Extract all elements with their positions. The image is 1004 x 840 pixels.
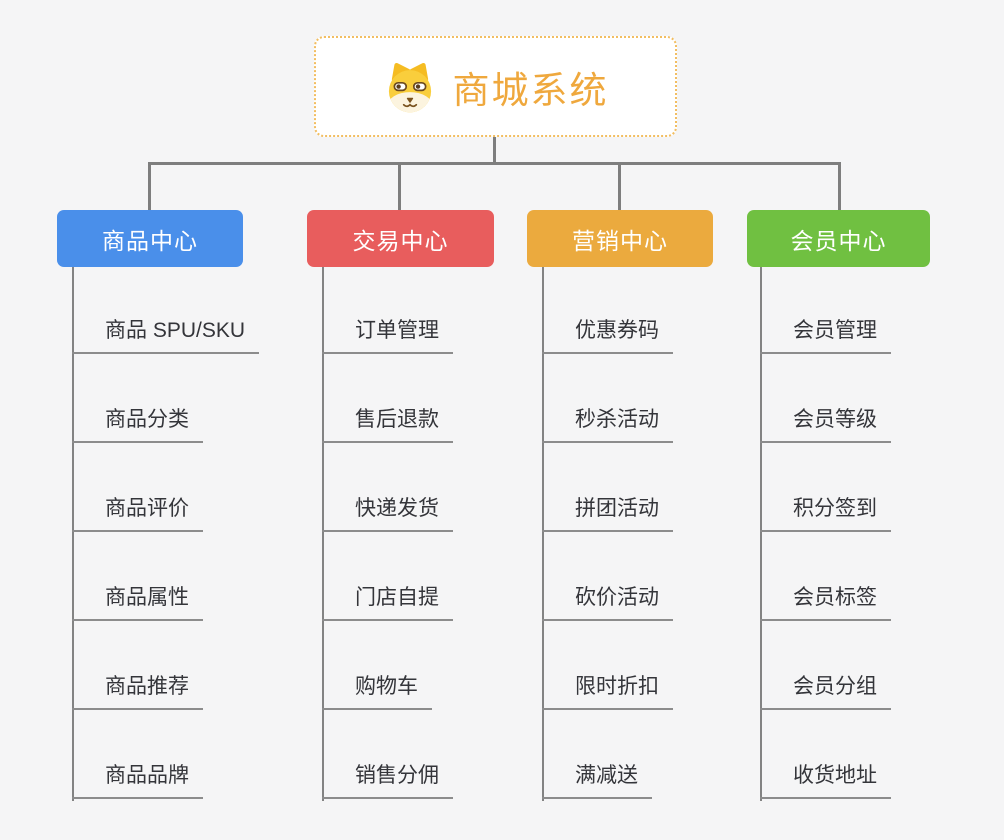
leaf-topic[interactable]: 商品推荐 (72, 621, 203, 710)
branch-children-marketing: 优惠券码 秒杀活动 拼团活动 砍价活动 限时折扣 满减送 (542, 265, 673, 799)
trunk-line-members (760, 267, 762, 801)
connector-stub-trade (398, 162, 401, 211)
leaf-topic[interactable]: 会员等级 (760, 354, 891, 443)
leaf-topic[interactable]: 砍价活动 (542, 532, 673, 621)
leaf-topic[interactable]: 满减送 (542, 710, 652, 799)
branch-children-members: 会员管理 会员等级 积分签到 会员标签 会员分组 收货地址 (760, 265, 891, 799)
connector-stub-marketing (618, 162, 621, 211)
leaf-topic[interactable]: 收货地址 (760, 710, 891, 799)
leaf-topic[interactable]: 限时折扣 (542, 621, 673, 710)
leaf-topic[interactable]: 商品属性 (72, 532, 203, 621)
leaf-topic[interactable]: 商品品牌 (72, 710, 203, 799)
root-topic-title: 商城系统 (452, 69, 609, 111)
leaf-topic[interactable]: 商品评价 (72, 443, 203, 532)
branch-node-marketing[interactable]: 营销中心 (527, 210, 713, 267)
branch-children-products: 商品 SPU/SKU 商品分类 商品评价 商品属性 商品推荐 商品品牌 (72, 265, 260, 799)
branch-node-members[interactable]: 会员中心 (747, 210, 930, 267)
trunk-line-products (72, 267, 74, 801)
connector-stub-members (838, 162, 841, 211)
root-topic-node[interactable]: 商城系统 (314, 36, 677, 137)
connector-root-stub (493, 137, 496, 164)
leaf-topic[interactable]: 购物车 (322, 621, 432, 710)
leaf-topic[interactable]: 会员管理 (760, 265, 891, 354)
leaf-topic[interactable]: 快递发货 (322, 443, 453, 532)
connector-stub-products (148, 162, 151, 211)
leaf-topic[interactable]: 销售分佣 (322, 710, 453, 799)
branch-node-products[interactable]: 商品中心 (57, 210, 243, 267)
shiba-dog-icon (388, 62, 431, 112)
leaf-topic[interactable]: 会员分组 (760, 621, 891, 710)
leaf-topic[interactable]: 积分签到 (760, 443, 891, 532)
leaf-topic[interactable]: 拼团活动 (542, 443, 673, 532)
branch-children-trade: 订单管理 售后退款 快递发货 门店自提 购物车 销售分佣 (322, 265, 453, 799)
leaf-topic[interactable]: 会员标签 (760, 532, 891, 621)
leaf-topic[interactable]: 门店自提 (322, 532, 453, 621)
branch-node-trade[interactable]: 交易中心 (307, 210, 494, 267)
trunk-line-trade (322, 267, 324, 801)
leaf-topic[interactable]: 优惠券码 (542, 265, 673, 354)
leaf-topic[interactable]: 订单管理 (322, 265, 453, 354)
connector-horizontal-bus (148, 162, 841, 165)
leaf-topic[interactable]: 商品分类 (72, 354, 203, 443)
leaf-topic[interactable]: 售后退款 (322, 354, 453, 443)
trunk-line-marketing (542, 267, 544, 801)
leaf-topic[interactable]: 商品 SPU/SKU (72, 265, 260, 354)
leaf-topic[interactable]: 秒杀活动 (542, 354, 673, 443)
